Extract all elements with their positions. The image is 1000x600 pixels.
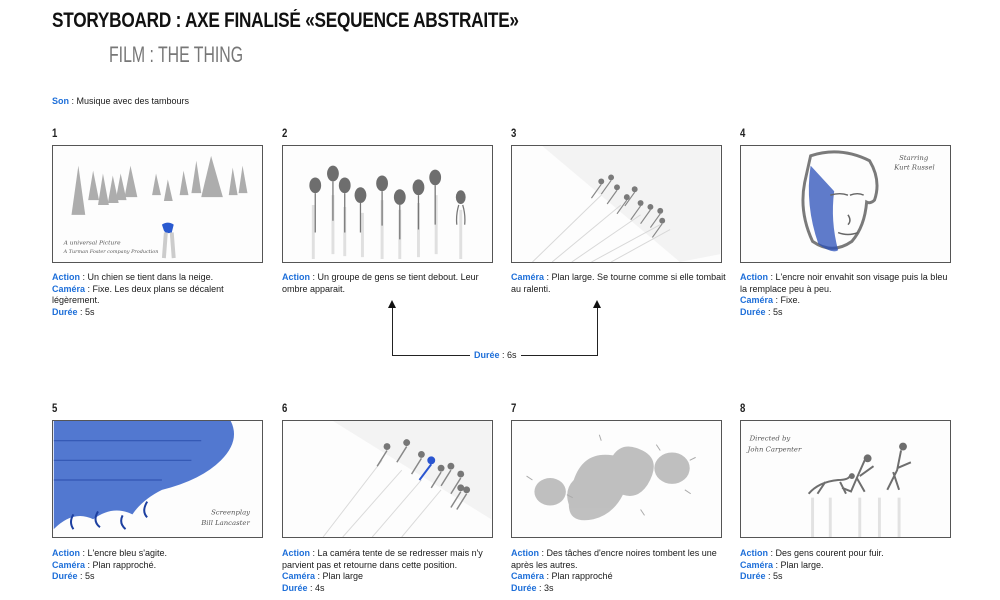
standing-group-sketch (309, 165, 466, 260)
panel-frame-6 (282, 420, 493, 538)
svg-text:Directed by: Directed by (749, 435, 791, 443)
panel-description-4: Action : L'encre noir envahit son visage… (740, 272, 948, 317)
panel-number-1: 1 (52, 126, 58, 140)
panel-description-8: Action : Des gens courent pour fuir. Cam… (740, 548, 884, 581)
panel-number-5: 5 (52, 401, 58, 415)
panel-description-1: Action : Un chien se tient dans la neige… (52, 272, 224, 317)
diagonal-group-sketch (532, 146, 721, 262)
panel-number-7: 7 (511, 401, 517, 415)
diagonal-group-blue-sketch (322, 421, 492, 537)
svg-text:Bill Lancaster: Bill Lancaster (200, 519, 250, 527)
svg-text:Kurt Russel: Kurt Russel (893, 164, 935, 172)
svg-text:John Carpenter: John Carpenter (746, 445, 802, 453)
panel-number-6: 6 (282, 401, 288, 415)
panel-number-3: 3 (511, 126, 517, 140)
sound-label: Son (52, 96, 69, 106)
panel-description-5: Action : L'encre bleu s'agite. Caméra : … (52, 548, 167, 581)
duration-bracket-right (597, 307, 598, 356)
sound-note: Son : Musique avec des tambours (52, 96, 189, 106)
panel-number-2: 2 (282, 126, 288, 140)
panel-frame-5: Screenplay Bill Lancaster (52, 420, 263, 538)
panel-number-4: 4 (740, 126, 746, 140)
panel-description-6: Action : La caméra tente de se redresser… (282, 548, 483, 593)
blue-ink-wave-sketch: Screenplay Bill Lancaster (53, 421, 250, 530)
svg-text:A Turman Foster company Produc: A Turman Foster company Production (63, 249, 159, 255)
svg-text:A universal Picture: A universal Picture (63, 240, 122, 246)
running-figures-sketch: Directed by John Carpenter (746, 435, 912, 537)
panel-frame-7 (511, 420, 722, 538)
snowy-forest-sketch: A universal Picture A Turman Foster comp… (63, 155, 248, 259)
panel-frame-4: Starring Kurt Russel (740, 145, 951, 263)
page-title: STORYBOARD : AXE FINALISÉ «SEQUENCE ABST… (52, 9, 519, 32)
sound-value: : Musique avec des tambours (69, 96, 190, 106)
arrow-up-icon (593, 300, 601, 308)
svg-text:Starring: Starring (899, 154, 929, 162)
shared-duration: Durée : 6s (470, 350, 521, 360)
panel-description-3: Caméra : Plan large. Se tourne comme si … (511, 272, 726, 294)
arrow-up-icon (388, 300, 396, 308)
panel-number-8: 8 (740, 401, 746, 415)
duration-bracket-left (392, 307, 393, 356)
face-portrait-sketch: Starring Kurt Russel (801, 150, 935, 252)
panel-description-7: Action : Des tâches d'encre noires tombe… (511, 548, 717, 593)
panel-frame-3 (511, 145, 722, 263)
panel-description-2: Action : Un groupe de gens se tient debo… (282, 272, 479, 294)
ink-blots-sketch (526, 434, 696, 521)
panel-frame-2 (282, 145, 493, 263)
svg-text:Screenplay: Screenplay (211, 508, 250, 516)
film-subtitle: FILM : THE THING (109, 42, 244, 67)
panel-frame-8: Directed by John Carpenter (740, 420, 951, 538)
panel-frame-1: A universal Picture A Turman Foster comp… (52, 145, 263, 263)
